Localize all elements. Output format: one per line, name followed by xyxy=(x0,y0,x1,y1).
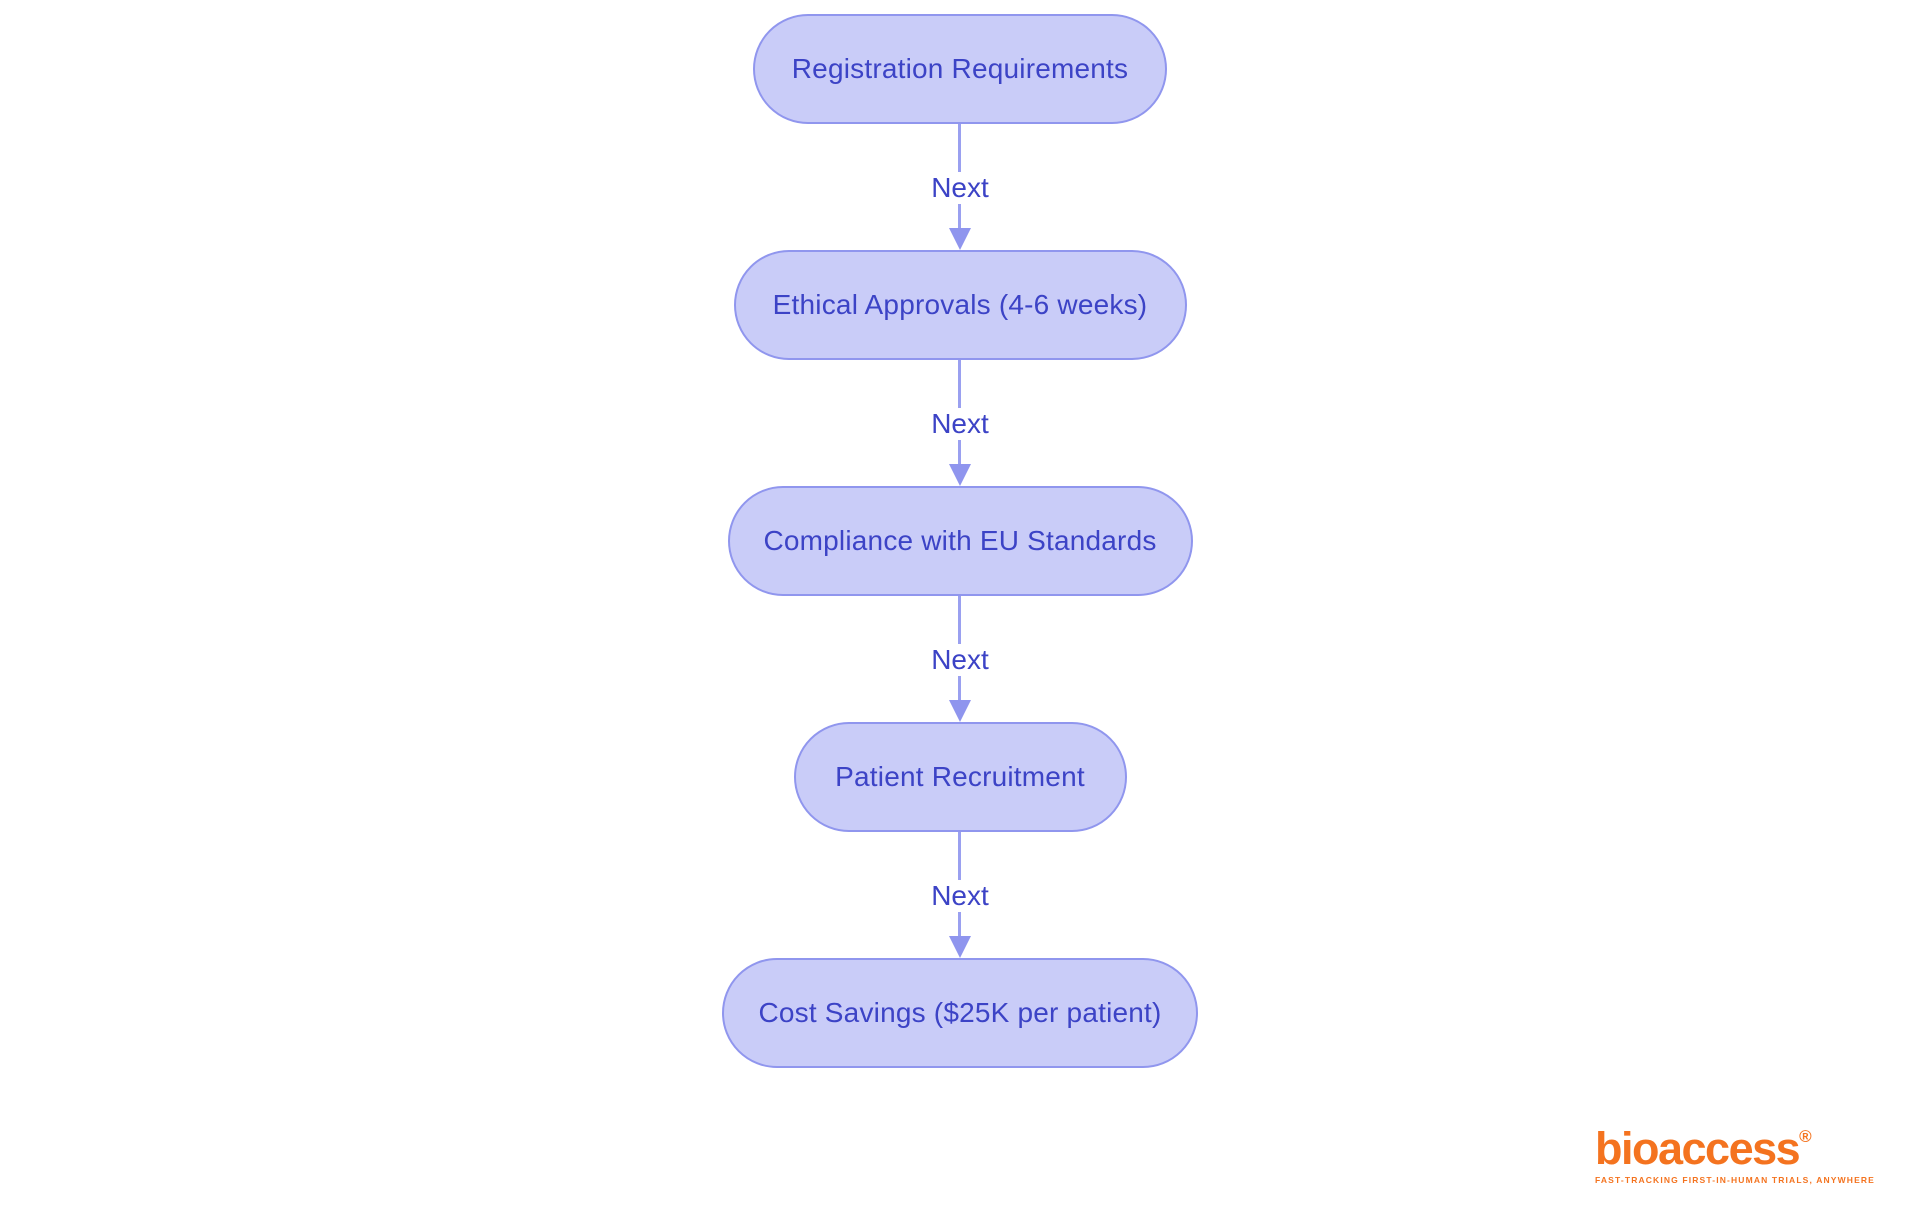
registered-trademark-icon: ® xyxy=(1799,1127,1812,1146)
arrow-down-icon xyxy=(948,464,971,486)
edge-line xyxy=(958,596,962,644)
arrow-down-icon xyxy=(948,936,971,958)
edge-label: Next xyxy=(931,644,989,675)
flow-node-compliance-eu-standards: Compliance with EU Standards xyxy=(727,486,1193,596)
edge-line xyxy=(958,832,962,880)
edge-line xyxy=(958,676,962,700)
flowchart: Registration Requirements Next Ethical A… xyxy=(722,14,1198,1068)
flow-node-cost-savings: Cost Savings ($25K per patient) xyxy=(722,958,1198,1068)
edge-line xyxy=(958,912,962,936)
logo-tagline: FAST-TRACKING FIRST-IN-HUMAN TRIALS, ANY… xyxy=(1595,1175,1875,1185)
flow-node-label: Compliance with EU Standards xyxy=(763,525,1157,556)
flow-node-label: Ethical Approvals (4-6 weeks) xyxy=(772,289,1148,320)
bioaccess-logo: bioaccess® FAST-TRACKING FIRST-IN-HUMAN … xyxy=(1595,1126,1875,1185)
bioaccess-wordmark: bioaccess® xyxy=(1595,1126,1875,1171)
flow-edge-1: Next xyxy=(931,124,989,250)
edge-label: Next xyxy=(931,880,989,911)
flow-edge-4: Next xyxy=(931,832,989,958)
flow-node-patient-recruitment: Patient Recruitment xyxy=(793,722,1127,832)
flow-node-registration-requirements: Registration Requirements xyxy=(753,14,1167,124)
edge-line xyxy=(958,440,962,464)
flow-node-ethical-approvals: Ethical Approvals (4-6 weeks) xyxy=(733,250,1187,360)
arrow-down-icon xyxy=(948,228,971,250)
edge-line xyxy=(958,360,962,408)
edge-label: Next xyxy=(931,172,989,203)
flow-edge-2: Next xyxy=(931,360,989,486)
edge-line xyxy=(958,204,962,228)
flow-node-label: Patient Recruitment xyxy=(835,761,1085,792)
flow-node-label: Cost Savings ($25K per patient) xyxy=(758,997,1162,1028)
edge-label: Next xyxy=(931,408,989,439)
edge-line xyxy=(958,124,962,172)
arrow-down-icon xyxy=(948,700,971,722)
logo-text: bioaccess xyxy=(1595,1123,1801,1174)
flow-edge-3: Next xyxy=(931,596,989,722)
flow-node-label: Registration Requirements xyxy=(791,53,1129,84)
